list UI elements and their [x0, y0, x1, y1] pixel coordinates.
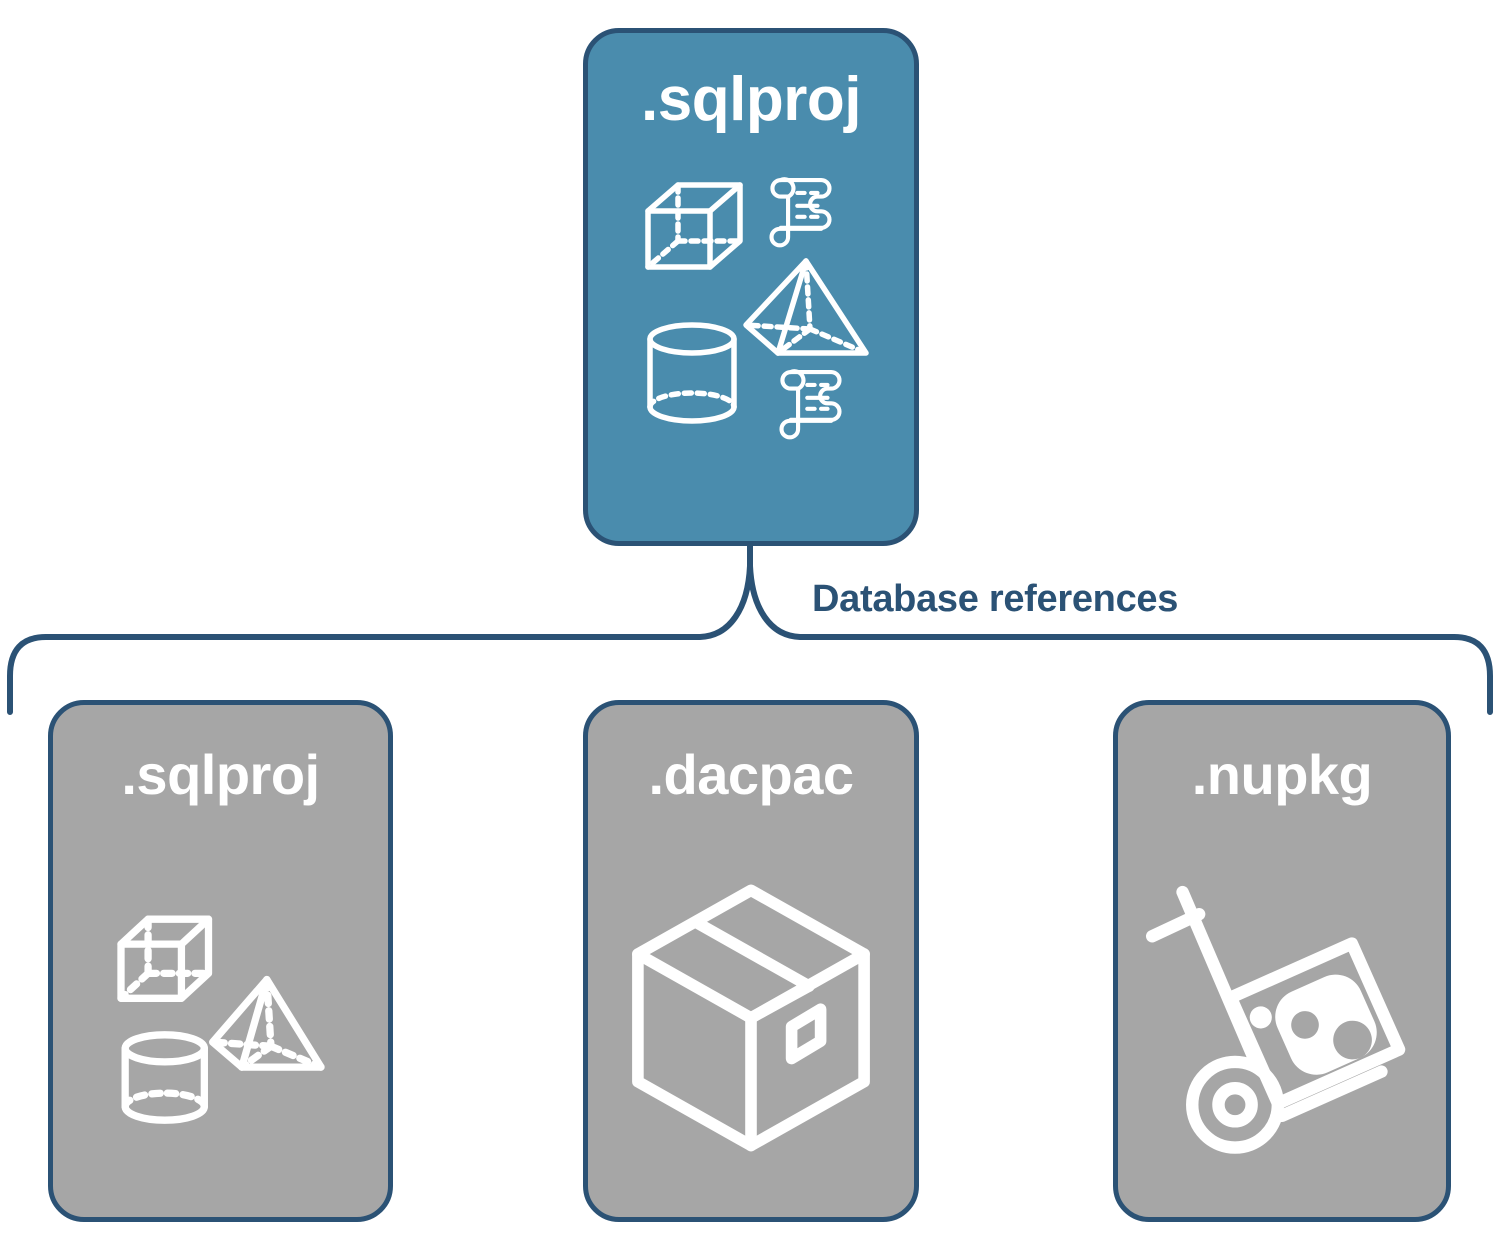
scroll-script-icon	[769, 177, 832, 248]
child-nupkg-icon-group	[1118, 835, 1446, 1195]
connector-label: Database references	[812, 578, 1179, 620]
nuget-hand-truck-icon	[1145, 885, 1406, 1154]
child-dacpac-icon-group	[588, 835, 914, 1195]
cube-wireframe-icon	[645, 182, 743, 270]
node-child-nupkg[interactable]: .nupkg	[1113, 700, 1451, 1222]
pyramid-wireframe-icon	[208, 975, 325, 1071]
node-title: .sqlproj	[121, 743, 320, 806]
node-title: .sqlproj	[641, 65, 861, 134]
cylinder-wireframe-icon	[121, 1031, 208, 1124]
shapes-icon-group	[116, 915, 325, 1124]
node-child-sqlproj[interactable]: .sqlproj	[48, 700, 393, 1222]
node-root-sqlproj[interactable]: .sqlproj	[583, 28, 919, 546]
package-box-icon	[632, 884, 870, 1152]
nuget-mark	[1249, 974, 1377, 1075]
node-title: .nupkg	[1191, 743, 1373, 806]
node-title: .dacpac	[648, 743, 854, 806]
pyramid-wireframe-icon	[743, 258, 869, 356]
root-node-icon-group	[645, 177, 869, 440]
child-sqlproj-icon-group	[53, 835, 388, 1195]
scroll-script-icon	[779, 369, 842, 440]
node-child-dacpac[interactable]: .dacpac	[583, 700, 919, 1222]
cube-wireframe-icon	[116, 915, 212, 1002]
cylinder-wireframe-icon	[647, 322, 737, 424]
